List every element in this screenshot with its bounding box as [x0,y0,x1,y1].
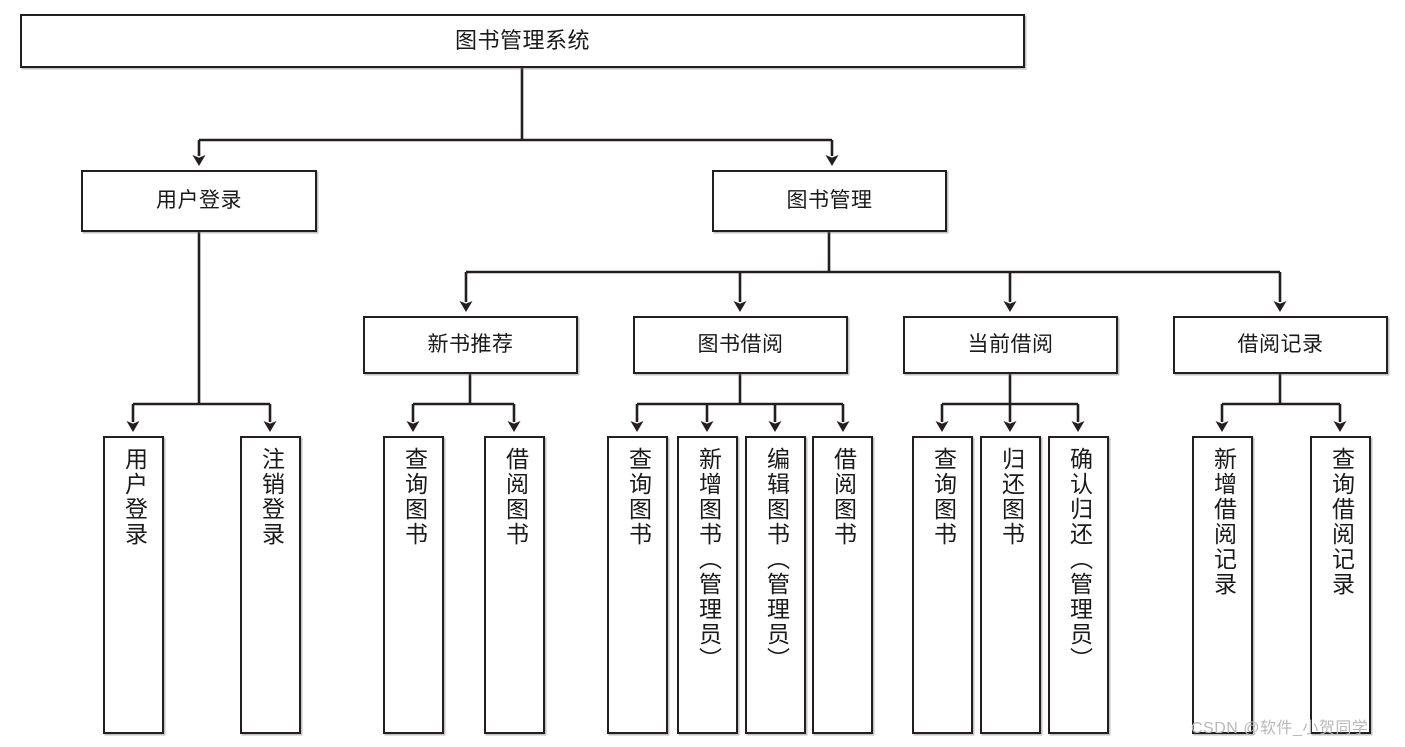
leaf-record-add[interactable]: 新增借阅记录 [1192,436,1253,734]
leaf-current-borrow-query-label: 查询图书 [930,447,957,547]
node-borrowing-record-label: 借阅记录 [1237,332,1324,356]
leaf-book-borrow-edit[interactable]: 编辑图书（管理员） [745,436,806,734]
node-borrowing-record[interactable]: 借阅记录 [1173,316,1388,374]
leaf-user-login-signin[interactable]: 用户登录 [103,436,164,734]
node-user-login-label: 用户登录 [156,188,242,212]
leaf-current-borrow-confirm-return[interactable]: 确认归还（管理员） [1048,436,1109,734]
leaf-user-login-signin-label: 用户登录 [121,447,148,547]
leaf-record-query[interactable]: 查询借阅记录 [1310,436,1371,734]
watermark-text: CSDN @软件_小贺同学 [1191,720,1369,737]
leaf-user-login-signout[interactable]: 注销登录 [240,436,301,734]
leaf-book-borrow-edit-label: 编辑图书（管理员） [763,447,790,672]
leaf-book-borrow-query[interactable]: 查询图书 [607,436,668,734]
leaf-record-add-label: 新增借阅记录 [1210,447,1237,597]
node-root[interactable]: 图书管理系统 [20,14,1025,68]
node-book-management[interactable]: 图书管理 [712,170,947,232]
node-new-book-recommendation[interactable]: 新书推荐 [363,316,578,374]
node-new-book-recommendation-label: 新书推荐 [427,332,514,356]
leaf-new-book-borrow[interactable]: 借阅图书 [484,436,545,734]
leaf-user-login-signout-label: 注销登录 [258,447,285,547]
node-book-borrowing[interactable]: 图书借阅 [633,316,848,374]
leaf-current-borrow-query[interactable]: 查询图书 [912,436,973,734]
leaf-book-borrow-query-label: 查询图书 [625,447,652,547]
leaf-new-book-borrow-label: 借阅图书 [502,447,529,547]
leaf-book-borrow-borrow-label: 借阅图书 [830,447,857,547]
node-current-borrowing-label: 当前借阅 [967,332,1054,356]
node-user-login[interactable]: 用户登录 [81,170,317,232]
node-current-borrowing[interactable]: 当前借阅 [903,316,1118,374]
leaf-current-borrow-return-label: 归还图书 [998,447,1025,547]
leaf-record-query-label: 查询借阅记录 [1328,447,1355,597]
node-book-borrowing-label: 图书借阅 [697,332,784,356]
leaf-new-book-query[interactable]: 查询图书 [383,436,444,734]
leaf-current-borrow-confirm-return-label: 确认归还（管理员） [1066,447,1093,672]
leaf-new-book-query-label: 查询图书 [401,447,428,547]
node-book-management-label: 图书管理 [786,188,873,212]
node-root-label: 图书管理系统 [454,28,590,54]
leaf-book-borrow-add-label: 新增图书（管理员） [695,447,722,672]
leaf-book-borrow-add[interactable]: 新增图书（管理员） [677,436,738,734]
leaf-current-borrow-return[interactable]: 归还图书 [980,436,1041,734]
leaf-book-borrow-borrow[interactable]: 借阅图书 [812,436,873,734]
